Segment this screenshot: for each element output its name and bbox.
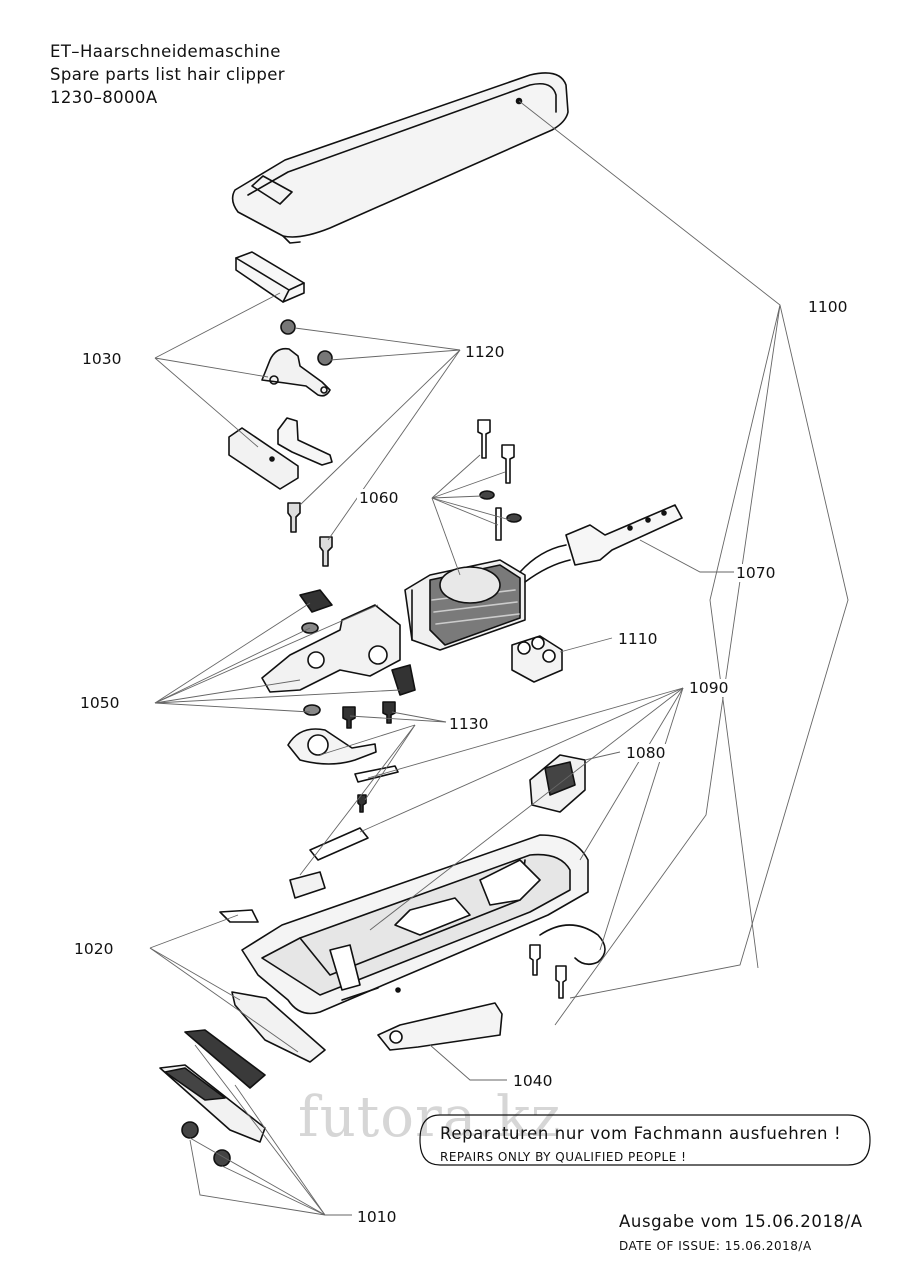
repair-notice-english: REPAIRS ONLY BY QUALIFIED PEOPLE ! [440, 1150, 687, 1164]
label-1100: 1100 [806, 298, 850, 316]
links-1090 [289, 827, 606, 966]
housing-screws [529, 944, 567, 999]
end-cap-part [377, 1002, 503, 1051]
blade-bottom-part [159, 1064, 266, 1143]
label-1110: 1110 [616, 630, 660, 648]
notice-frame [419, 1114, 871, 1166]
label-1130: 1130 [447, 715, 491, 733]
label-1010: 1010 [355, 1208, 399, 1226]
small-nuts [280, 319, 333, 366]
issue-date-english: DATE OF ISSUE: 15.06.2018/A [619, 1239, 812, 1253]
issue-date-german: Ausgabe vom 15.06.2018/A [619, 1212, 863, 1231]
housing-part [241, 834, 589, 1015]
drive-shaft-part [519, 504, 683, 583]
damper-block-part [235, 251, 305, 303]
screws-1060 [477, 419, 522, 541]
lever-arm-part [261, 347, 331, 397]
title-german: ET–Haarschneidemaschine [50, 42, 281, 61]
label-1070: 1070 [734, 564, 778, 582]
label-1060: 1060 [357, 489, 401, 507]
label-1020: 1020 [72, 940, 116, 958]
label-1080: 1080 [624, 744, 668, 762]
label-1030: 1030 [80, 350, 124, 368]
leader-lines [149, 100, 849, 1216]
label-1050: 1050 [78, 694, 122, 712]
top-cover-part [231, 72, 569, 244]
screws-1130 [342, 701, 396, 813]
blade-guide-part [219, 909, 326, 1063]
switch-part [529, 754, 586, 813]
repair-notice-german: Reparaturen nur vom Fachmann ausfuehren … [440, 1124, 842, 1143]
blade-screws [181, 1121, 231, 1167]
model-number: 1230–8000A [50, 88, 158, 107]
lever-base-part [261, 589, 416, 716]
lever-bracket-part [228, 417, 333, 490]
label-1040: 1040 [511, 1072, 555, 1090]
label-1090: 1090 [687, 679, 731, 697]
pivot-pins [287, 502, 333, 567]
blade-top-part [184, 1029, 266, 1089]
title-english: Spare parts list hair clipper [50, 65, 285, 84]
motor-coil-part [404, 559, 526, 651]
label-1120: 1120 [463, 343, 507, 361]
terminal-block-part [511, 635, 563, 683]
